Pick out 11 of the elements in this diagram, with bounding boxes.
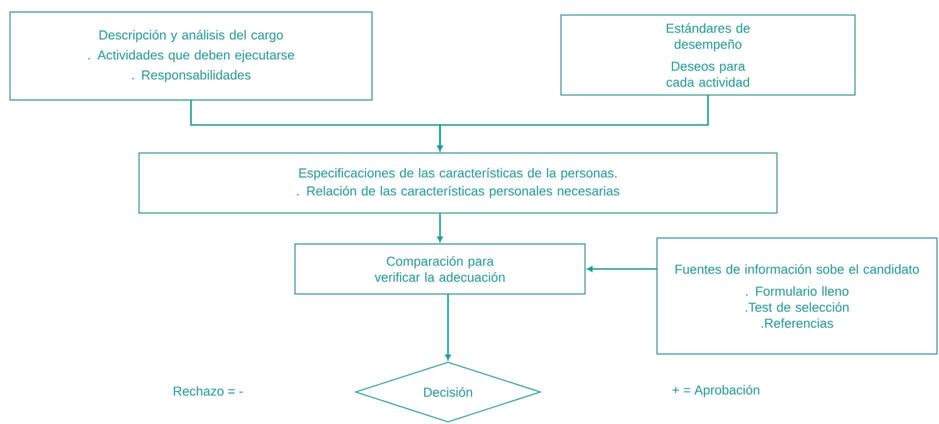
outcome-label: Rechazo = - <box>174 386 243 396</box>
process-box: Comparación para verificar la adecuación <box>294 244 586 294</box>
process-box: Descripción y análisis del cargo . Actividades que deben ejecutarse . Responsabilidades <box>10 12 372 100</box>
outcome-label: + = Aprobación <box>672 384 760 398</box>
arrow <box>437 214 443 242</box>
process-box: Estándares de desempeño Deseos para cada actividad <box>560 14 856 96</box>
process-box: Fuentes de información sobe el candidato . Formulario lleno .Test de selección .Referencias <box>656 238 938 354</box>
process-box: Especificaciones de las características de la personas. . Relación de las características personales necesarias <box>138 152 778 214</box>
arrow <box>437 96 709 151</box>
arrow <box>445 294 451 360</box>
arrow <box>587 266 656 272</box>
